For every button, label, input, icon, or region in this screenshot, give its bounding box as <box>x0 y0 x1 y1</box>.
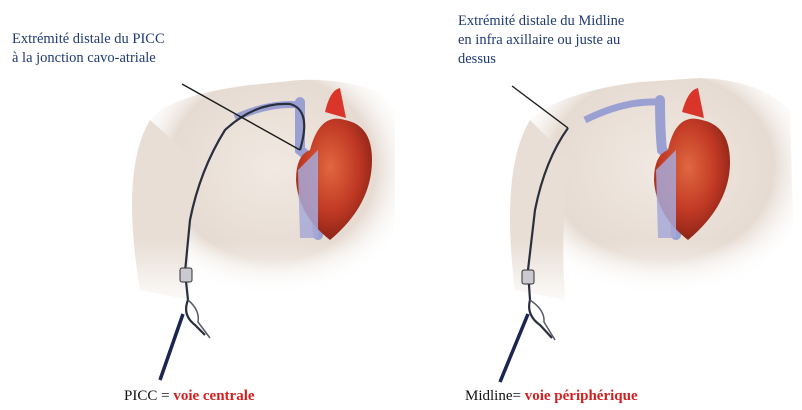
right-annotation-line-1: Extrémité distale du Midline <box>458 12 624 31</box>
right-caption-prefix: Midline= <box>465 388 525 404</box>
right-annotation: Extrémité distale du Midline en infra ax… <box>458 12 624 69</box>
right-caption: Midline= voie périphérique <box>465 387 638 405</box>
right-insertion-marker <box>500 314 528 382</box>
left-caption-highlight: voie centrale <box>173 388 254 404</box>
right-caption-highlight: voie périphérique <box>525 388 638 404</box>
left-caption: PICC = voie centrale <box>124 387 255 405</box>
left-torso <box>120 80 410 310</box>
left-annotation-line-1: Extrémité distale du PICC <box>12 30 165 49</box>
left-insertion-marker <box>160 314 183 380</box>
left-annotation-line-2: à la jonction cavo-atriale <box>12 49 165 68</box>
right-annotation-line-3: dessus <box>458 50 624 69</box>
right-annotation-line-2: en infra axillaire ou juste au <box>458 31 624 50</box>
left-caption-prefix: PICC = <box>124 388 173 404</box>
left-annotation: Extrémité distale du PICC à la jonction … <box>12 30 165 68</box>
right-torso <box>500 78 802 310</box>
